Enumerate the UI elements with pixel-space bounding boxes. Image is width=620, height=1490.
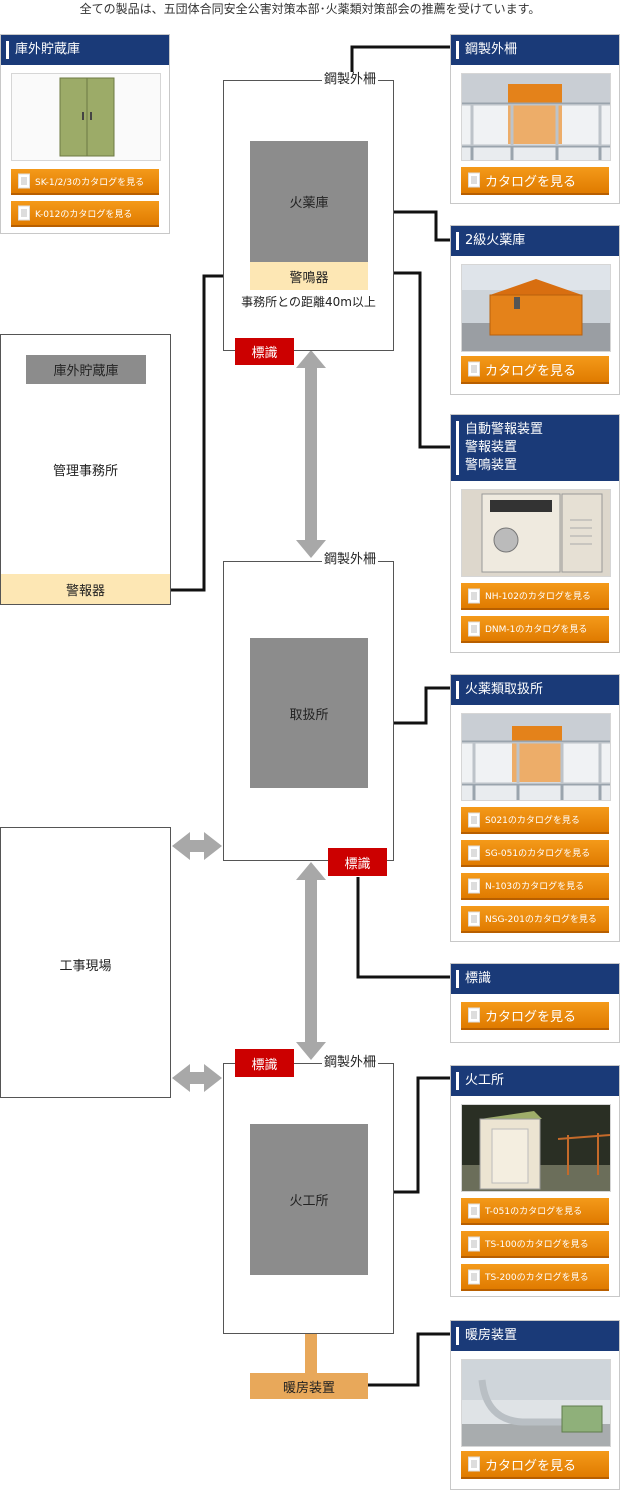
- card-title: 鋼製外柵: [451, 35, 619, 65]
- document-icon: [468, 1236, 480, 1251]
- distance-note: 事務所との距離40m以上: [223, 292, 394, 310]
- document-icon: [468, 362, 480, 377]
- card-title: 暖房装置: [451, 1321, 619, 1351]
- catalog-button-nh102[interactable]: NH-102のカタログを見る: [461, 583, 609, 610]
- catalog-button-label: DNM-1のカタログを見る: [485, 622, 587, 635]
- sign-box: 標識: [328, 848, 387, 876]
- sign-box: 標識: [235, 1049, 294, 1077]
- catalog-button-t051[interactable]: T-051のカタログを見る: [461, 1198, 609, 1225]
- catalog-button-n103[interactable]: N-103のカタログを見る: [461, 873, 609, 900]
- catalog-button-sg051[interactable]: SG-051のカタログを見る: [461, 840, 609, 867]
- catalog-button-label: カタログを見る: [485, 360, 576, 379]
- fence-label: 鋼製外柵: [322, 72, 378, 88]
- document-icon: [468, 1457, 480, 1472]
- heater-photo: [461, 1359, 611, 1447]
- catalog-button-ts100[interactable]: TS-100のカタログを見る: [461, 1231, 609, 1258]
- card-title-line: 警報装置: [465, 439, 613, 457]
- card-alarm-devices: 自動警報装置 警報装置 警鳴装置 NH-102のカタログを見る DNM-1のカタ…: [450, 414, 620, 653]
- document-icon: [468, 911, 480, 926]
- document-icon: [468, 812, 480, 827]
- catalog-button-label: カタログを見る: [485, 1455, 576, 1474]
- catalog-button-label: カタログを見る: [485, 171, 576, 190]
- document-icon: [468, 1269, 480, 1284]
- card-heater: 暖房装置 カタログを見る: [450, 1320, 620, 1490]
- card-class2-magazine: 2級火薬庫 カタログを見る: [450, 225, 620, 395]
- office-label: 管理事務所: [0, 455, 171, 483]
- fence-label: 鋼製外柵: [322, 552, 378, 568]
- office-storage-box: 庫外貯蔵庫: [26, 355, 146, 384]
- card-title: 自動警報装置 警報装置 警鳴装置: [451, 415, 619, 481]
- card-title-line: 自動警報装置: [465, 421, 613, 439]
- card-sign: 標識 カタログを見る: [450, 963, 620, 1043]
- construction-site-label: 工事現場: [0, 950, 171, 978]
- document-icon: [468, 1203, 480, 1218]
- card-title-line: 警鳴装置: [465, 457, 613, 475]
- catalog-button-sign[interactable]: カタログを見る: [461, 1002, 609, 1030]
- catalog-button-label: SG-051のカタログを見る: [485, 846, 590, 859]
- card-title: 2級火薬庫: [451, 226, 619, 256]
- catalog-button-nsg201[interactable]: NSG-201のカタログを見る: [461, 906, 609, 933]
- steel-fence-photo: [461, 73, 611, 161]
- catalog-button-heater[interactable]: カタログを見る: [461, 1451, 609, 1479]
- catalog-button-label: TS-100のカタログを見る: [485, 1237, 589, 1250]
- document-icon: [468, 845, 480, 860]
- sign-box: 標識: [235, 338, 294, 365]
- magazine-photo: [461, 264, 611, 352]
- catalog-button-label: T-051のカタログを見る: [485, 1204, 582, 1217]
- document-icon: [468, 588, 480, 603]
- card-steel-fence: 鋼製外柵 カタログを見る: [450, 34, 620, 204]
- catalog-button-label: NSG-201のカタログを見る: [485, 912, 597, 925]
- alarm-sounder-box: 警鳴器: [250, 262, 368, 290]
- alarm-panel-photo: [461, 489, 611, 577]
- catalog-button-label: N-103のカタログを見る: [485, 879, 584, 892]
- catalog-button-s021[interactable]: S021のカタログを見る: [461, 807, 609, 834]
- handling-box: 取扱所: [250, 638, 368, 788]
- fireworks-box: 火工所: [250, 1124, 368, 1275]
- card-handling-site: 火薬類取扱所 S021のカタログを見る SG-051のカタログを見る N-103…: [450, 674, 620, 942]
- handling-site-photo: [461, 713, 611, 801]
- card-title: 標識: [451, 964, 619, 994]
- heater-box: 暖房装置: [250, 1373, 368, 1399]
- card-title: 火薬類取扱所: [451, 675, 619, 705]
- catalog-button-ts200[interactable]: TS-200のカタログを見る: [461, 1264, 609, 1291]
- catalog-button-steel-fence[interactable]: カタログを見る: [461, 167, 609, 195]
- document-icon: [468, 621, 480, 636]
- catalog-button-label: S021のカタログを見る: [485, 813, 580, 826]
- document-icon: [468, 878, 480, 893]
- catalog-button-magazine[interactable]: カタログを見る: [461, 356, 609, 384]
- catalog-button-label: NH-102のカタログを見る: [485, 589, 591, 602]
- catalog-button-label: カタログを見る: [485, 1006, 576, 1025]
- catalog-button-dnm1[interactable]: DNM-1のカタログを見る: [461, 616, 609, 643]
- fence-label: 鋼製外柵: [322, 1055, 378, 1071]
- card-title: 火工所: [451, 1066, 619, 1096]
- fireworks-shed-photo: [461, 1104, 611, 1192]
- office-alarm-box: 警報器: [1, 574, 170, 604]
- magazine-box: 火薬庫: [250, 141, 368, 262]
- catalog-button-label: TS-200のカタログを見る: [485, 1270, 589, 1283]
- card-fireworks-site: 火工所 T-051のカタログを見る TS-100のカタログを見る TS-200の…: [450, 1065, 620, 1297]
- document-icon: [468, 1008, 480, 1023]
- document-icon: [468, 173, 480, 188]
